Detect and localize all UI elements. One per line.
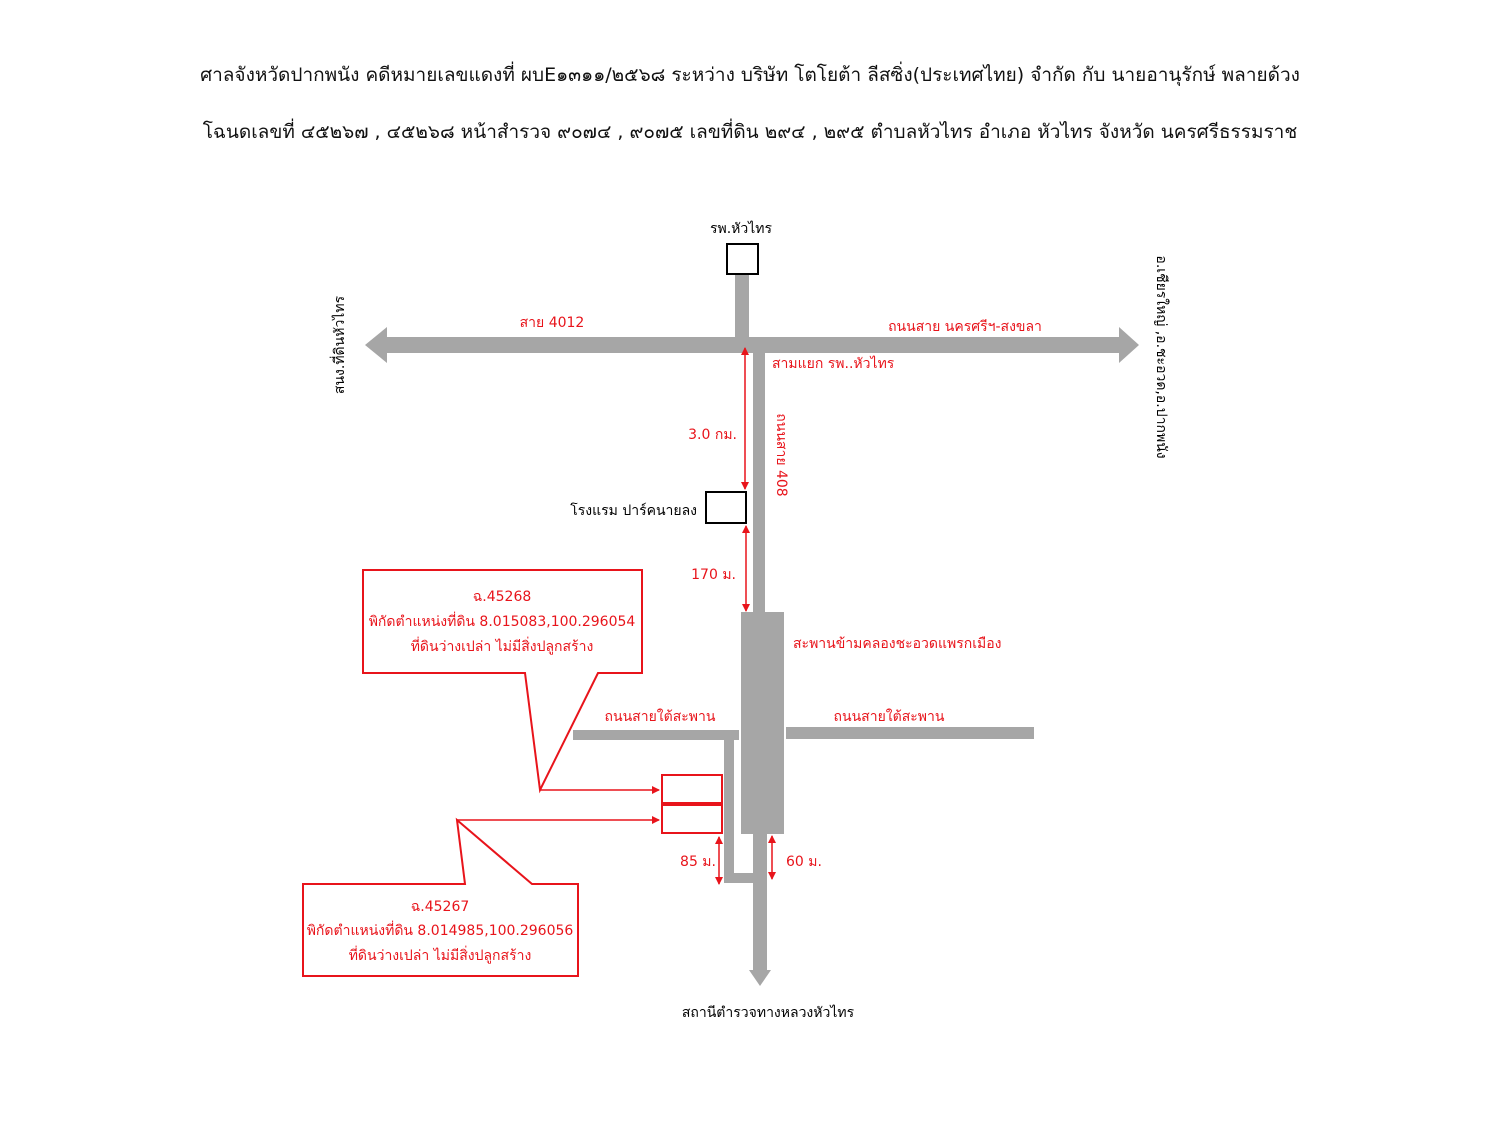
bridge-block (741, 612, 784, 834)
header-line-1: ศาลจังหวัดปากพนัง คดีหมายเลขแดงที่ ผบE๑๓… (200, 64, 1300, 86)
distance-170m-label: 170 ม. (691, 567, 736, 583)
callout-45268-title: ฉ.45268 (473, 589, 532, 605)
east-end-label: อ.เชียรใหญ่ ,อ.ชะอวด,อ.ปากพนัง (1153, 255, 1170, 458)
hotel-label: โรงแรม ปาร์คนายลง (570, 502, 697, 519)
hospital-label: รพ.หัวไทร (710, 220, 773, 237)
callout-45267-note: ที่ดินว่างเปล่า ไม่มีสิ่งปลูกสร้าง (349, 946, 532, 964)
bridge-label: สะพานข้ามคลองชะอวดแพรกเมือง (793, 636, 1001, 652)
distance-60m-label: 60 ม. (786, 854, 822, 870)
road-under-bridge-right (786, 727, 1034, 739)
callout-45267-title: ฉ.45267 (411, 899, 470, 915)
police-station-label: สถานีตำรวจทางหลวงหัวไทร (682, 1004, 855, 1021)
west-end-label: สนง.ที่ดินหัวไทร (330, 295, 348, 394)
callout-45267-bubble (302, 817, 579, 977)
road-under-bridge-left-label: ถนนสายใต้สะพาน (605, 708, 716, 725)
road-side-vertical (724, 736, 734, 880)
callout-45268-note: ที่ดินว่างเปล่า ไม่มีสิ่งปลูกสร้าง (411, 637, 594, 655)
road-under-bridge-left (573, 730, 739, 740)
callout-45268-bubble (362, 569, 643, 794)
road-south-arrowhead (749, 970, 771, 986)
plot-45268-box (661, 774, 723, 804)
road-side-connector (724, 873, 756, 883)
distance-3km-label: 3.0 กม. (688, 427, 737, 443)
plot-45267-box (661, 804, 723, 834)
road-west-label: สาย 4012 (520, 315, 585, 331)
road-408 (753, 353, 765, 613)
road-408-label: ถนนสาย 408 (773, 413, 789, 496)
road-east-label: ถนนสาย นครศรีฯ-สงขลา (888, 319, 1042, 335)
road-east-arrowhead (1119, 327, 1139, 363)
road-main-horizontal (385, 337, 1121, 353)
header-line-2: โฉนดเลขที่ ๔๕๒๖๗ , ๔๕๒๖๘ หน้าสำรวจ ๙๐๗๔ … (202, 121, 1298, 143)
hotel-box (705, 491, 747, 524)
callout-45268-coords: พิกัดตำแหน่งที่ดิน 8.015083,100.296054 (369, 612, 636, 630)
road-under-bridge-right-label: ถนนสายใต้สะพาน (834, 708, 945, 725)
road-to-hospital (735, 274, 749, 337)
hospital-box (726, 243, 759, 275)
junction-label: สามแยก รพ..หัวไทร (772, 355, 895, 372)
roads-group (365, 274, 1139, 986)
callout-45267-coords: พิกัดตำแหน่งที่ดิน 8.014985,100.296056 (307, 921, 574, 939)
distance-85m-label: 85 ม. (680, 854, 716, 870)
road-south (753, 834, 767, 972)
road-west-arrowhead (365, 327, 387, 363)
